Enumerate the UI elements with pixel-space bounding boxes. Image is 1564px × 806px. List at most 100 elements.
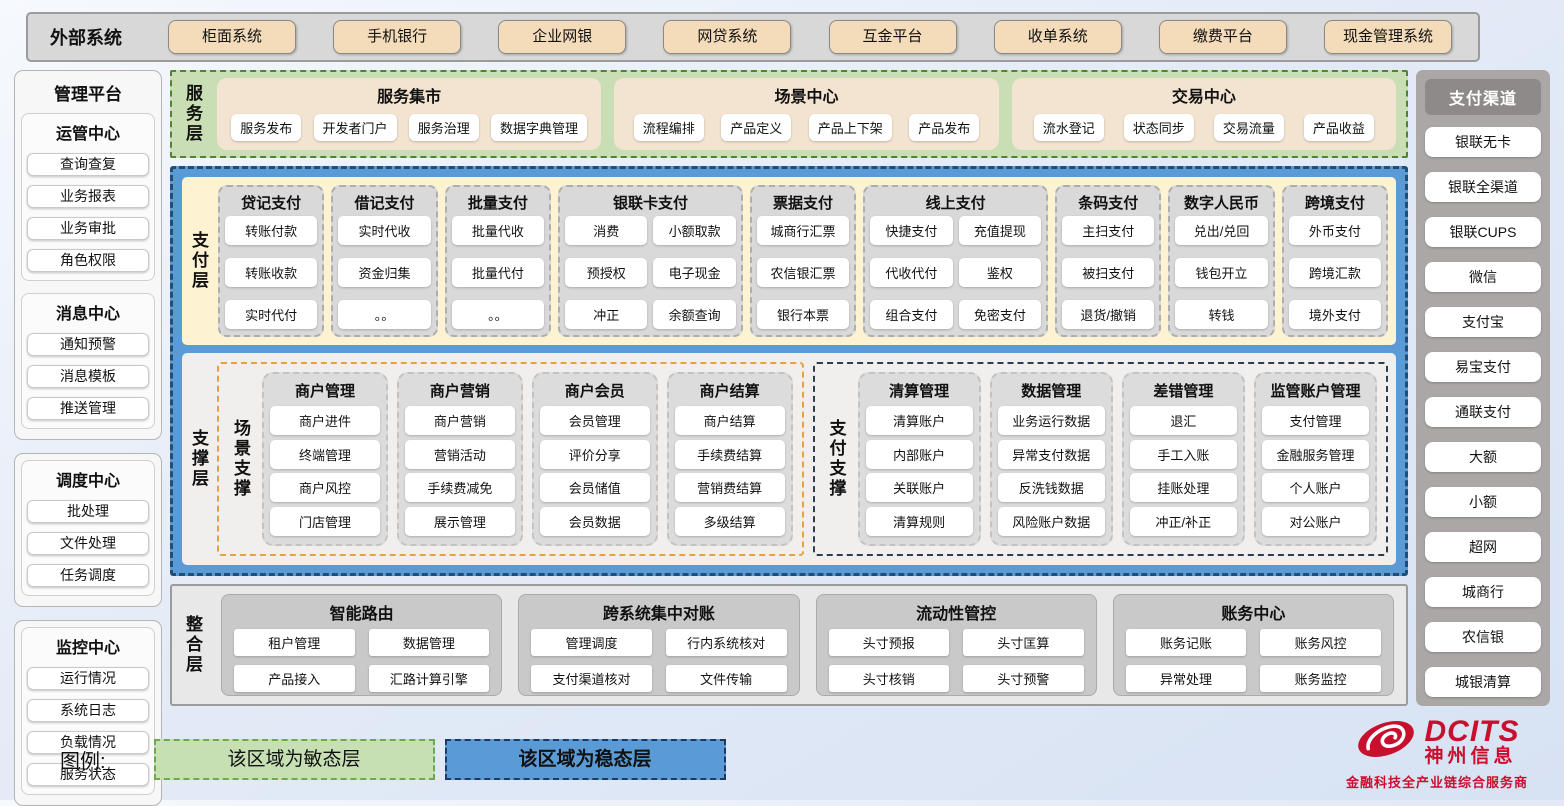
payment-channel[interactable]: 易宝支付 bbox=[1425, 351, 1541, 382]
payment-channel[interactable]: 微信 bbox=[1425, 261, 1541, 292]
support-function[interactable]: 反洗钱数据 bbox=[997, 473, 1105, 503]
support-function[interactable]: 营销费结算 bbox=[674, 473, 785, 503]
sidebar-item[interactable]: 消息模板 bbox=[27, 365, 149, 388]
payment-function[interactable]: 农信银汇票 bbox=[756, 258, 850, 287]
support-function[interactable]: 门店管理 bbox=[270, 507, 380, 536]
payment-function[interactable]: 银行本票 bbox=[756, 300, 850, 329]
payment-function[interactable]: 批量代收 bbox=[451, 216, 545, 245]
integration-function[interactable]: 头寸匡算 bbox=[963, 629, 1084, 656]
support-function[interactable]: 商户进件 bbox=[270, 405, 380, 435]
sidebar-item[interactable]: 运行情况 bbox=[27, 667, 149, 690]
payment-function[interactable]: 消费 bbox=[565, 216, 648, 245]
support-function[interactable]: 手续费结算 bbox=[674, 439, 785, 469]
external-system-button[interactable]: 收单系统 bbox=[993, 20, 1122, 54]
service-item[interactable]: 产品上下架 bbox=[808, 114, 892, 141]
integration-function[interactable]: 异常处理 bbox=[1125, 665, 1247, 692]
support-function[interactable]: 个人账户 bbox=[1261, 473, 1370, 503]
sidebar-item[interactable]: 负载情况 bbox=[27, 731, 149, 754]
support-function[interactable]: 业务运行数据 bbox=[997, 405, 1105, 435]
support-function[interactable]: 商户风控 bbox=[270, 473, 380, 503]
service-item[interactable]: 流程编排 bbox=[633, 114, 704, 141]
support-function[interactable]: 冲正/补正 bbox=[1129, 507, 1237, 536]
sidebar-item[interactable]: 通知预警 bbox=[27, 333, 149, 356]
support-function[interactable]: 金融服务管理 bbox=[1261, 439, 1370, 469]
sidebar-item[interactable]: 查询查复 bbox=[27, 153, 149, 176]
sidebar-item[interactable]: 业务审批 bbox=[27, 217, 149, 240]
service-item[interactable]: 数据字典管理 bbox=[491, 114, 588, 141]
integration-function[interactable]: 头寸核销 bbox=[828, 665, 950, 692]
external-system-button[interactable]: 现金管理系统 bbox=[1323, 20, 1452, 54]
external-system-button[interactable]: 互金平台 bbox=[828, 20, 957, 54]
support-function[interactable]: 支付管理 bbox=[1261, 405, 1370, 435]
sidebar-item[interactable]: 批处理 bbox=[27, 500, 149, 523]
payment-channel[interactable]: 银联无卡 bbox=[1425, 126, 1541, 157]
sidebar-item[interactable]: 文件处理 bbox=[27, 532, 149, 555]
payment-function[interactable]: 小额取款 bbox=[653, 216, 736, 245]
service-item[interactable]: 服务治理 bbox=[408, 114, 479, 141]
external-system-button[interactable]: 缴费平台 bbox=[1158, 20, 1287, 54]
support-function[interactable]: 清算账户 bbox=[865, 405, 973, 435]
integration-function[interactable]: 账务风控 bbox=[1260, 629, 1381, 656]
sidebar-item[interactable]: 任务调度 bbox=[27, 564, 149, 587]
payment-channel[interactable]: 银联全渠道 bbox=[1425, 171, 1541, 202]
payment-channel[interactable]: 银联CUPS bbox=[1425, 216, 1541, 247]
payment-function[interactable]: 退货/撤销 bbox=[1062, 300, 1155, 329]
support-function[interactable]: 对公账户 bbox=[1261, 507, 1370, 536]
payment-function[interactable]: 城商行汇票 bbox=[756, 216, 850, 245]
integration-function[interactable]: 行内系统核对 bbox=[665, 629, 787, 656]
payment-channel[interactable]: 城银清算 bbox=[1425, 666, 1541, 697]
sidebar-item[interactable]: 推送管理 bbox=[27, 397, 149, 420]
payment-function[interactable]: 快捷支付 bbox=[870, 216, 953, 245]
payment-function[interactable]: 预授权 bbox=[565, 258, 648, 287]
payment-function[interactable]: 。。 bbox=[451, 300, 545, 329]
support-function[interactable]: 手续费减免 bbox=[404, 473, 515, 503]
sidebar-item[interactable]: 系统日志 bbox=[27, 699, 149, 722]
payment-function[interactable]: 代收代付 bbox=[870, 258, 953, 287]
integration-function[interactable]: 租户管理 bbox=[234, 629, 355, 656]
payment-function[interactable]: 钱包开立 bbox=[1175, 258, 1268, 287]
support-function[interactable]: 风险账户数据 bbox=[997, 507, 1105, 536]
payment-function[interactable]: 实时代付 bbox=[225, 300, 318, 329]
sidebar-item[interactable]: 业务报表 bbox=[27, 185, 149, 208]
service-item[interactable]: 开发者门户 bbox=[313, 114, 397, 141]
payment-function[interactable]: 实时代收 bbox=[338, 216, 431, 245]
support-function[interactable]: 多级结算 bbox=[674, 507, 785, 536]
payment-channel[interactable]: 超网 bbox=[1425, 531, 1541, 562]
external-system-button[interactable]: 柜面系统 bbox=[168, 20, 296, 54]
payment-function[interactable]: 跨境汇款 bbox=[1288, 258, 1382, 287]
payment-function[interactable]: 组合支付 bbox=[870, 300, 953, 329]
support-function[interactable]: 清算规则 bbox=[865, 507, 973, 536]
payment-function[interactable]: 充值提现 bbox=[958, 216, 1042, 245]
integration-function[interactable]: 账务监控 bbox=[1260, 665, 1381, 692]
service-item[interactable]: 产品收益 bbox=[1303, 114, 1374, 141]
payment-function[interactable]: 批量代付 bbox=[451, 258, 545, 287]
payment-channel[interactable]: 城商行 bbox=[1425, 576, 1541, 607]
support-function[interactable]: 异常支付数据 bbox=[997, 439, 1105, 469]
service-item[interactable]: 交易流量 bbox=[1213, 114, 1284, 141]
support-function[interactable]: 会员管理 bbox=[539, 405, 650, 435]
service-item[interactable]: 服务发布 bbox=[231, 114, 302, 141]
support-function[interactable]: 退汇 bbox=[1129, 405, 1237, 435]
external-system-button[interactable]: 企业网银 bbox=[498, 20, 627, 54]
integration-function[interactable]: 文件传输 bbox=[665, 665, 787, 692]
payment-function[interactable]: 。。 bbox=[338, 300, 431, 329]
payment-function[interactable]: 鉴权 bbox=[958, 258, 1042, 287]
payment-function[interactable]: 转账付款 bbox=[225, 216, 318, 245]
service-item[interactable]: 流水登记 bbox=[1033, 114, 1104, 141]
support-function[interactable]: 评价分享 bbox=[539, 439, 650, 469]
sidebar-item[interactable]: 服务状态 bbox=[27, 763, 149, 786]
support-function[interactable]: 商户结算 bbox=[674, 405, 785, 435]
payment-function[interactable]: 电子现金 bbox=[653, 258, 736, 287]
support-function[interactable]: 展示管理 bbox=[404, 507, 515, 536]
support-function[interactable]: 关联账户 bbox=[865, 473, 973, 503]
payment-function[interactable]: 转钱 bbox=[1175, 300, 1268, 329]
payment-channel[interactable]: 支付宝 bbox=[1425, 306, 1541, 337]
payment-function[interactable]: 兑出/兑回 bbox=[1175, 216, 1268, 245]
integration-function[interactable]: 数据管理 bbox=[368, 629, 490, 656]
support-function[interactable]: 终端管理 bbox=[270, 439, 380, 469]
payment-function[interactable]: 余额查询 bbox=[653, 300, 736, 329]
integration-function[interactable]: 支付渠道核对 bbox=[531, 665, 652, 692]
payment-function[interactable]: 被扫支付 bbox=[1062, 258, 1155, 287]
external-system-button[interactable]: 网贷系统 bbox=[663, 20, 792, 54]
sidebar-item[interactable]: 角色权限 bbox=[27, 249, 149, 272]
